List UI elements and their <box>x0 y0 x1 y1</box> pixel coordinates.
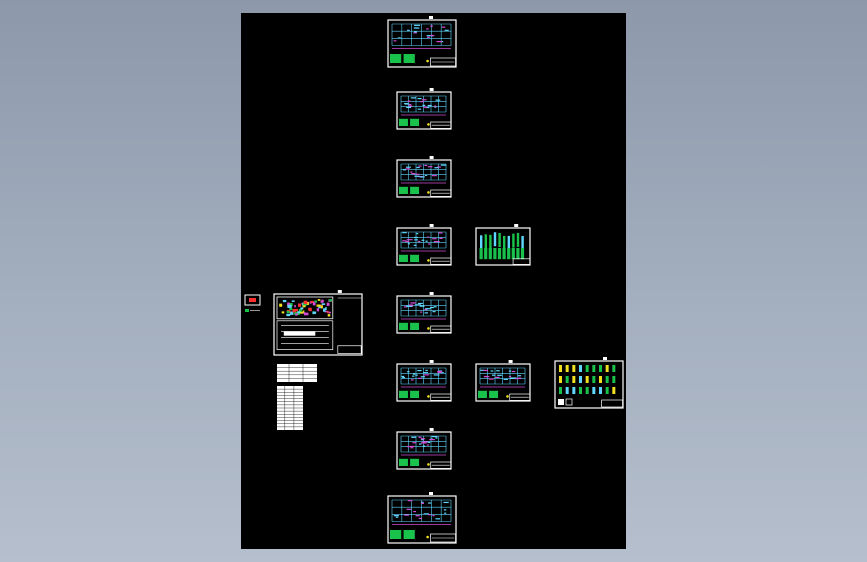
drawing-sheet-9[interactable] <box>475 360 531 402</box>
plan-thumbnail <box>475 360 531 402</box>
plan-thumbnail <box>396 156 452 198</box>
plan-thumbnail <box>387 16 457 68</box>
plan-thumbnail <box>396 360 452 402</box>
model-space-paper[interactable] <box>241 13 626 549</box>
plan-thumbnail <box>396 88 452 130</box>
drawing-sheet-5[interactable] <box>475 224 531 266</box>
drawing-sheet-12[interactable] <box>387 492 457 544</box>
drawing-sheet-3[interactable] <box>396 156 452 198</box>
table-thumbnail <box>277 364 317 382</box>
small-detail-block[interactable] <box>244 294 262 314</box>
plan-thumbnail <box>396 224 452 266</box>
schedule-table-1[interactable] <box>277 364 317 382</box>
drawing-sheet-6[interactable] <box>396 292 452 334</box>
drawing-sheet-1[interactable] <box>387 16 457 68</box>
drawing-sheet-10[interactable] <box>554 357 624 409</box>
drawing-sheet-2[interactable] <box>396 88 452 130</box>
plan-thumbnail <box>396 428 452 470</box>
elevation-thumbnail <box>273 290 363 356</box>
drawing-sheet-11[interactable] <box>396 428 452 470</box>
drawing-sheet-7[interactable] <box>273 290 363 356</box>
drawing-sheet-4[interactable] <box>396 224 452 266</box>
table-thumbnail <box>277 386 303 430</box>
schedule-table-2[interactable] <box>277 386 303 430</box>
details-thumbnail <box>554 357 624 409</box>
column-schedule-thumbnail <box>475 224 531 266</box>
plan-thumbnail <box>387 492 457 544</box>
mini-block-thumbnail <box>244 294 261 312</box>
plan-thumbnail <box>396 292 452 334</box>
drawing-sheet-8[interactable] <box>396 360 452 402</box>
